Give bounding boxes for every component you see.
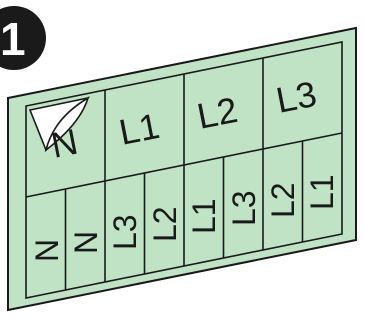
step-badge: 1 xyxy=(0,6,46,70)
bottom-label-8: L1 xyxy=(304,174,340,210)
top-label-4: L3 xyxy=(273,73,320,121)
step-number: 1 xyxy=(0,13,26,65)
bottom-label-7: L2 xyxy=(265,182,301,218)
bottom-label-3: L3 xyxy=(107,214,143,250)
bottom-label-5: L1 xyxy=(186,198,222,234)
bottom-label-2: N xyxy=(68,231,104,254)
label-sheet: N L1 L2 L3 N N L3 L2 L1 L3 L2 L1 xyxy=(8,28,356,310)
bottom-label-4: L2 xyxy=(147,206,183,242)
sheet-body xyxy=(8,28,356,310)
top-label-2: L1 xyxy=(116,105,163,153)
bottom-label-6: L3 xyxy=(226,190,262,226)
bottom-label-1: N xyxy=(29,239,65,262)
top-label-3: L2 xyxy=(194,89,241,137)
